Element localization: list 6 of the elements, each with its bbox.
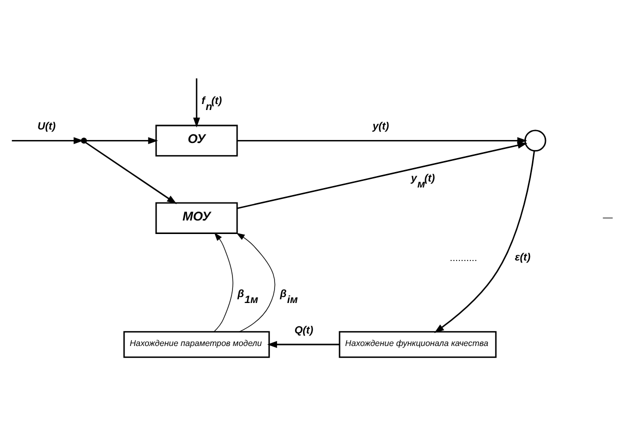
label: ..........	[450, 253, 478, 264]
edge-label: y(t)	[372, 120, 390, 133]
edge-label: Q(t)	[294, 324, 314, 337]
edge-label: ε(t)	[514, 252, 530, 264]
edge-label: U(t)	[37, 120, 56, 133]
label: —	[602, 212, 613, 224]
